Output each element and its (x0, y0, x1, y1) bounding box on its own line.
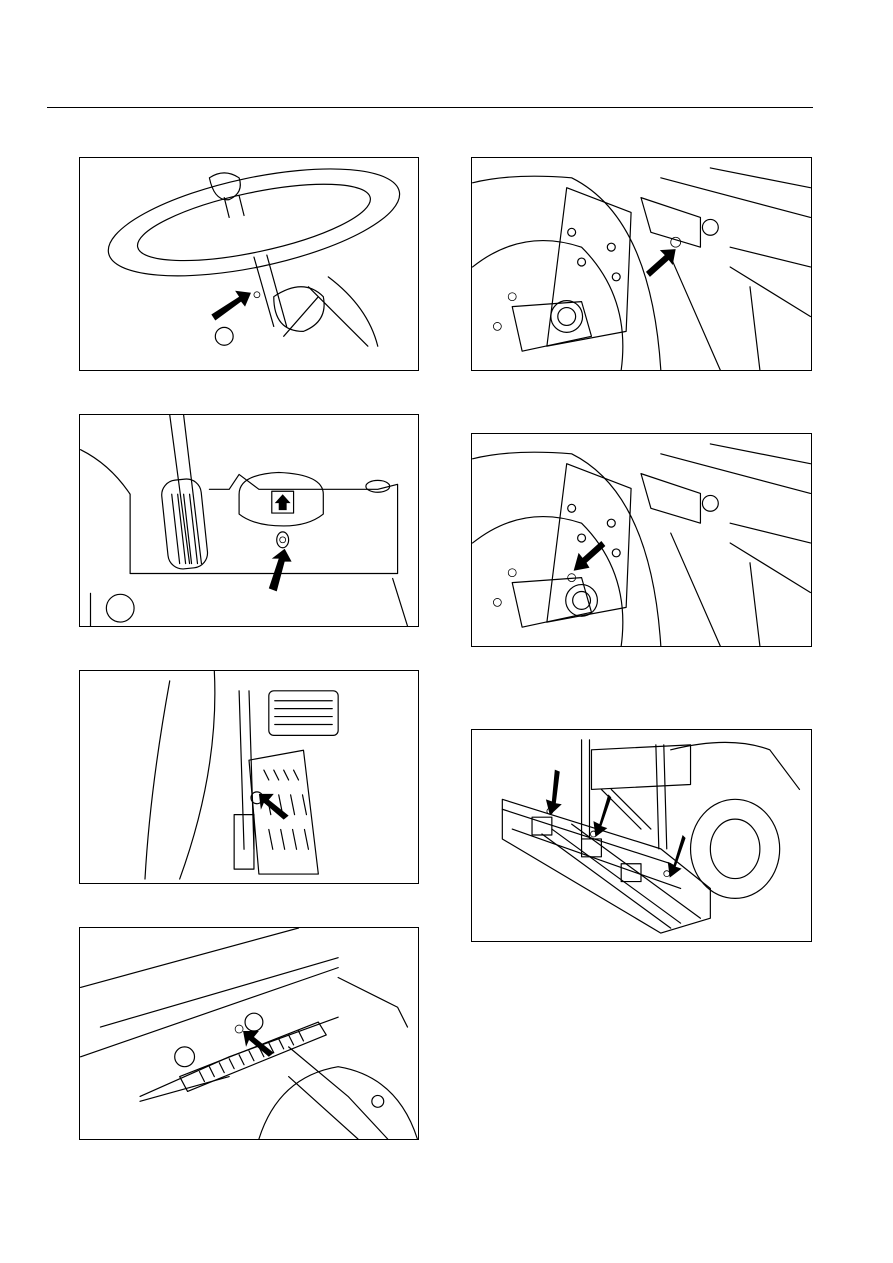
arrow-icon (269, 549, 292, 592)
linkage-rod-drawing (80, 928, 418, 1139)
front-axle-bracket-upper-illustration (471, 157, 812, 371)
arrow-icon (646, 249, 676, 277)
pedal-pivot-drawing (80, 671, 418, 883)
mower-deck-drawing (472, 730, 811, 941)
pedal-pivot-illustration (79, 670, 419, 884)
lever-pivot-drawing (80, 415, 418, 626)
arrow-icon (259, 794, 289, 820)
front-axle-bracket-upper-drawing (472, 158, 811, 370)
arrow-icon (211, 291, 251, 321)
arrow-icon (593, 794, 611, 837)
mower-deck-illustration (471, 729, 812, 942)
header-rule (47, 107, 813, 108)
steering-column-drawing (80, 158, 418, 370)
up-arrow-icon (275, 494, 291, 510)
steering-column-illustration (79, 157, 419, 371)
front-axle-bracket-lower-drawing (472, 434, 811, 646)
lever-pivot-illustration (79, 414, 419, 627)
front-axle-bracket-lower-illustration (471, 433, 812, 647)
linkage-rod-illustration (79, 927, 419, 1140)
arrow-icon (546, 770, 562, 816)
arrow-icon (574, 541, 606, 571)
